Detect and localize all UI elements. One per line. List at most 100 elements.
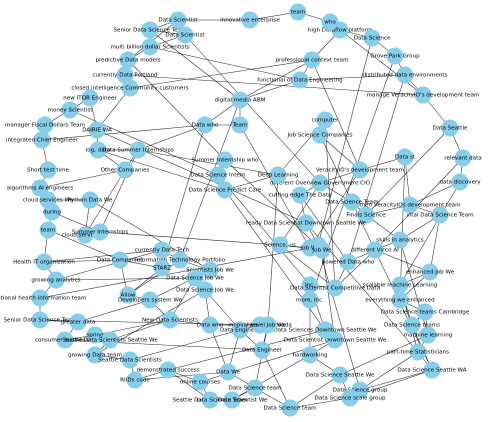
node-circle — [401, 196, 419, 214]
node-circle — [56, 331, 74, 349]
node-circle — [69, 313, 87, 331]
graph-edge — [39, 169, 126, 189]
graph-edge — [167, 329, 326, 371]
graph-node: VeracityIO's development team — [316, 161, 404, 179]
node-label: Summer Internship who — [192, 158, 260, 164]
node-label: Data who — [192, 123, 219, 129]
node-label: log, data — [86, 148, 111, 154]
graph-node: Jewel Job We — [249, 316, 286, 334]
graph-edge — [161, 124, 206, 269]
graph-edge — [365, 127, 451, 216]
graph-node: Data who — [197, 316, 224, 334]
graph-node: digital media ABM — [215, 91, 266, 109]
node-circle — [396, 148, 414, 166]
node-circle — [119, 286, 137, 304]
graph-node: Python Data We — [68, 191, 113, 209]
node-label: New Data Scientists — [142, 318, 198, 324]
graph-node: everything we enhanced — [365, 291, 435, 309]
graph-edge — [409, 181, 461, 206]
node-circle — [196, 116, 214, 134]
node-circle — [297, 214, 315, 232]
node-label: Team — [232, 123, 248, 129]
node-label: greater data — [61, 320, 96, 326]
node-circle — [403, 316, 421, 334]
node-circle — [431, 206, 449, 224]
node-circle — [311, 174, 329, 192]
node-circle — [311, 126, 329, 144]
node-circle — [191, 373, 209, 391]
node-label: cutting Data Scientist We — [196, 398, 268, 404]
graph-node: skills in analytics — [376, 231, 424, 249]
node-label: Short test time — [27, 168, 70, 174]
node-label: high Dataflow platform — [308, 28, 372, 34]
graph-edge — [99, 149, 139, 233]
graph-node: data discovery — [439, 173, 481, 191]
node-label: Data Science Job We — [176, 288, 234, 294]
node-circle — [141, 38, 159, 56]
graph-node: closed intelligence Community customers — [71, 79, 189, 97]
graph-node: manager Fiscal Dollars Team — [5, 116, 85, 134]
graph-edge — [124, 74, 424, 96]
node-label: demonstrated success — [136, 368, 199, 374]
graph-node: Data Science Intern — [190, 166, 246, 184]
graph-node: manage VeracityIO's development team — [367, 86, 479, 104]
node-circle — [216, 181, 234, 199]
graph-node: Short test time — [27, 161, 70, 179]
graph-node: New Data Scientists — [142, 311, 198, 329]
node-circle — [129, 141, 147, 159]
graph-edge — [43, 249, 163, 263]
node-circle — [269, 166, 287, 184]
node-label: machine learning — [404, 333, 453, 339]
graph-node: Seattle Data Scientists Seattle We — [62, 331, 158, 349]
node-label: Data Engineer — [242, 348, 283, 354]
node-circle — [363, 29, 381, 47]
node-circle — [31, 179, 49, 197]
node-label: Seattle Data Scientists — [98, 358, 162, 364]
graph-node: Team — [231, 116, 249, 134]
node-label: cloud services IP — [62, 233, 109, 239]
node-circle — [291, 186, 309, 204]
node-label: growing Data team — [68, 353, 122, 359]
node-label: during — [43, 210, 61, 216]
node-circle — [316, 321, 334, 339]
graph-edge — [167, 369, 211, 401]
node-circle — [259, 316, 277, 334]
graph-edge — [43, 259, 121, 263]
graph-node: Data st — [395, 148, 416, 166]
graph-edge — [55, 249, 163, 281]
graph-edge — [319, 134, 361, 171]
graph-node: Data Science Seattle WA — [397, 361, 467, 379]
node-circle — [301, 346, 319, 364]
node-label: Data Companies — [97, 258, 143, 264]
graph-edge — [299, 194, 349, 263]
node-label: consumer businesses — [35, 338, 95, 344]
node-circle — [351, 161, 369, 179]
graph-edge — [399, 156, 406, 301]
node-label: functional of Data Engineering — [257, 78, 343, 84]
graph-node: STARZ — [153, 259, 171, 277]
node-label: more, Inc. — [296, 298, 324, 304]
node-label: Data Science scale group — [314, 396, 385, 402]
graph-node: different Vicco AI — [351, 241, 399, 259]
node-circle — [201, 261, 219, 279]
graph-edge — [137, 149, 279, 176]
node-label: Data Science teams Cambridge — [381, 310, 470, 316]
graph-edge — [55, 277, 196, 281]
node-label: Data Science Seattle We — [306, 373, 375, 379]
graph-node: Job Science Companies — [286, 126, 353, 144]
graph-node: growing analytics — [31, 271, 81, 289]
node-label: data discovery — [439, 180, 481, 186]
node-circle — [339, 253, 357, 271]
node-label: multi billion dollar Scientists — [110, 45, 189, 51]
node-label: manager Fiscal Dollars Team — [5, 123, 85, 129]
node-circle — [141, 21, 159, 39]
node-circle — [76, 226, 94, 244]
node-circle — [176, 26, 194, 44]
graph-node: Data Sciences Downtown Seattle We — [273, 321, 377, 339]
node-circle — [396, 66, 414, 84]
node-circle — [409, 343, 427, 361]
graph-node: Seattle Data Scientists — [98, 351, 162, 369]
node-label: Data We — [216, 370, 240, 376]
node-circle — [326, 279, 344, 297]
node-circle — [126, 371, 144, 389]
